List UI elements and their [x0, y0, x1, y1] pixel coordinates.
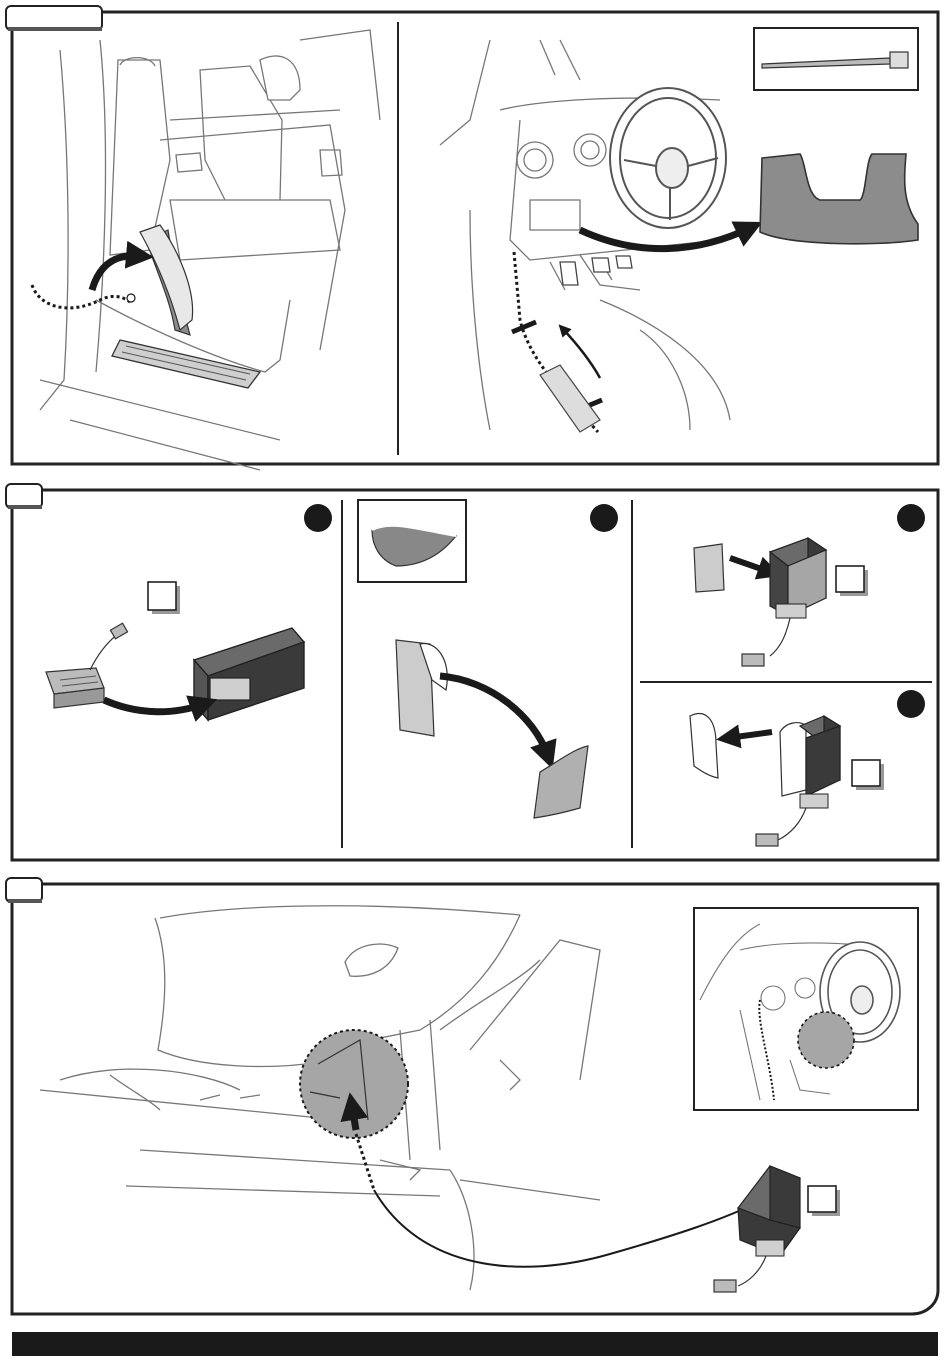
step-tab-2: [6, 484, 42, 509]
step-tab-3: [6, 878, 42, 903]
panel-step-2: [6, 484, 938, 860]
panel-step-3: [6, 878, 938, 1314]
adhesive-pad-icon: [694, 544, 724, 592]
steering-wheel: [610, 88, 726, 228]
sub-step-dot-a: [304, 504, 332, 532]
connector-plug-icon: [742, 654, 764, 666]
connector-plug-icon: [756, 834, 778, 846]
module-socket: [210, 678, 250, 700]
dashboard-location-inset: [694, 908, 918, 1110]
connector-plug-icon: [714, 1280, 736, 1292]
cable-tie-inset: [754, 28, 918, 90]
panel-step-1: [6, 6, 938, 470]
sub-step-dot-b: [590, 504, 618, 532]
step-tab-1: [6, 6, 102, 31]
clip-icon: [127, 294, 135, 302]
curved-arrow-icon: [352, 1106, 356, 1130]
sub-step-dot-d: [897, 690, 925, 718]
part-label-box-e: [808, 1186, 840, 1216]
footer-bar: [12, 1332, 938, 1356]
sub-step-dot-c: [897, 504, 925, 532]
adhesive-pad-inset: [358, 500, 466, 582]
part-label-box-d: [852, 760, 884, 790]
part-label-box-c: [836, 566, 868, 596]
part-label-box-a: [148, 582, 180, 614]
